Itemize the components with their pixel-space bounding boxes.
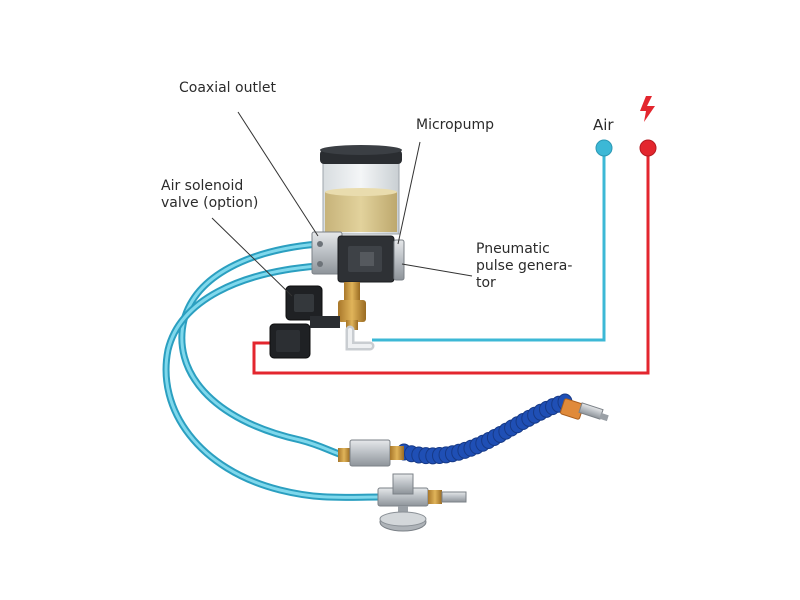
label-air: Air	[593, 116, 614, 134]
label-pneumatic-pulse-generator: Pneumatic pulse genera- tor	[476, 241, 572, 292]
air-connection-dot	[595, 139, 613, 157]
leader-coaxial-outlet	[237, 111, 319, 237]
air-elbow-fitting	[345, 325, 375, 351]
leader-micropump	[397, 141, 421, 245]
brass-connector	[338, 282, 366, 330]
leader-lines	[211, 111, 473, 297]
electric-connection-dot	[639, 139, 657, 157]
nozzle-tip-upper	[560, 398, 609, 422]
nozzle-lower	[377, 473, 467, 532]
coaxial-hose-upper	[178, 240, 349, 460]
reservoir	[322, 161, 400, 235]
leader-air-solenoid	[211, 217, 293, 297]
electric-line	[252, 150, 650, 375]
leader-pneumatic	[401, 263, 473, 277]
flexible-nozzle-hose	[396, 393, 573, 465]
lightning-bolt-icon	[640, 96, 655, 122]
coaxial-hose-lower	[162, 262, 386, 501]
label-micropump: Micropump	[416, 117, 494, 133]
air-solenoid-valve	[269, 285, 340, 359]
label-coaxial-outlet: Coaxial outlet	[179, 80, 276, 96]
air-supply-line	[372, 150, 606, 342]
label-air-solenoid-line1: Air solenoid	[161, 178, 244, 194]
label-air-solenoid-line2: valve (option)	[161, 195, 259, 211]
nozzle-tee-upper	[338, 439, 404, 467]
micropump	[337, 235, 405, 283]
label-pneumatic-line2: pulse genera-	[476, 258, 573, 274]
label-pneumatic-line3: tor	[476, 275, 496, 291]
label-air-solenoid-valve: Air solenoid valve (option)	[161, 178, 258, 212]
reservoir-lid	[320, 145, 402, 164]
label-pneumatic-line1: Pneumatic	[476, 241, 550, 257]
